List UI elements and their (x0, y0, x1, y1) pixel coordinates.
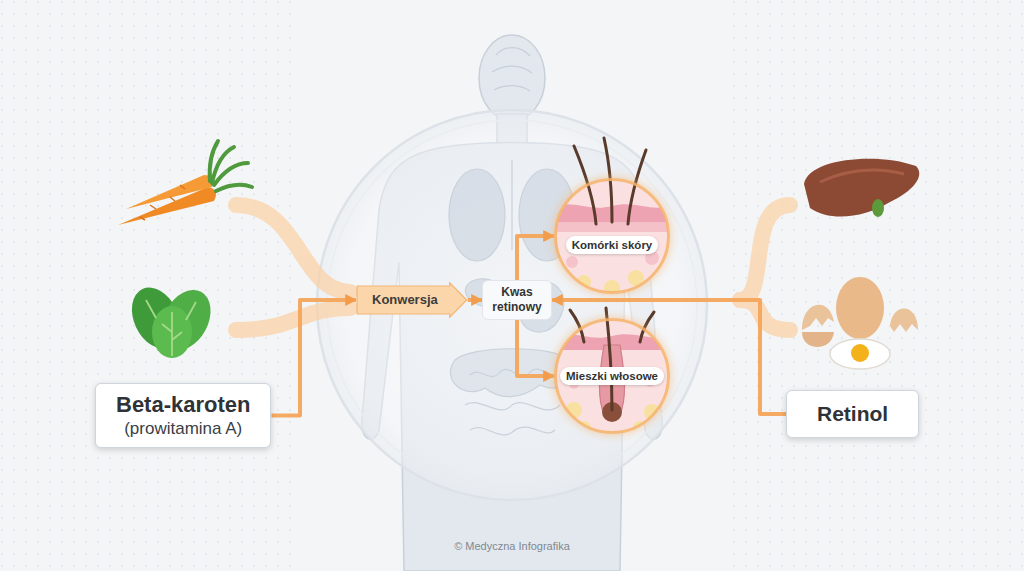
flow-connector (272, 300, 357, 416)
flow-connector (517, 320, 554, 376)
liver-icon (804, 159, 919, 217)
hub-box: Kwas retinowy (482, 280, 552, 320)
skin-section (554, 138, 670, 435)
target-circle: Komórki skóry (554, 178, 670, 294)
node-text: Komórki skóry (566, 236, 659, 254)
node-text: (prowitamina A) (116, 418, 250, 439)
spinach-icon (123, 280, 221, 359)
body-circle-ring (327, 120, 697, 490)
dot-pattern (724, 0, 1024, 571)
target-circle: Mieszki włosowe (554, 318, 670, 434)
source-box: Beta-karoten(prowitamina A) (95, 383, 271, 448)
dot-pattern (0, 0, 300, 571)
node-text: Kwas retinowy (486, 285, 548, 315)
node-text: Beta-karoten (116, 392, 250, 418)
flow-connector (468, 298, 482, 302)
flow-connector (552, 300, 786, 414)
process-arrow: Konwersja (356, 282, 468, 318)
node-text: Retinol (807, 399, 898, 429)
node-text: Konwersja (372, 282, 438, 318)
body-circle (317, 110, 707, 500)
egg-icon (802, 277, 918, 369)
node-text: Mieszki włosowe (560, 367, 664, 385)
source-box: Retinol (786, 390, 919, 438)
carrot-icon (118, 141, 252, 225)
flow-connector (517, 236, 554, 280)
watermark: © Medyczna Infografika (0, 540, 1024, 552)
flow-band (236, 205, 790, 330)
